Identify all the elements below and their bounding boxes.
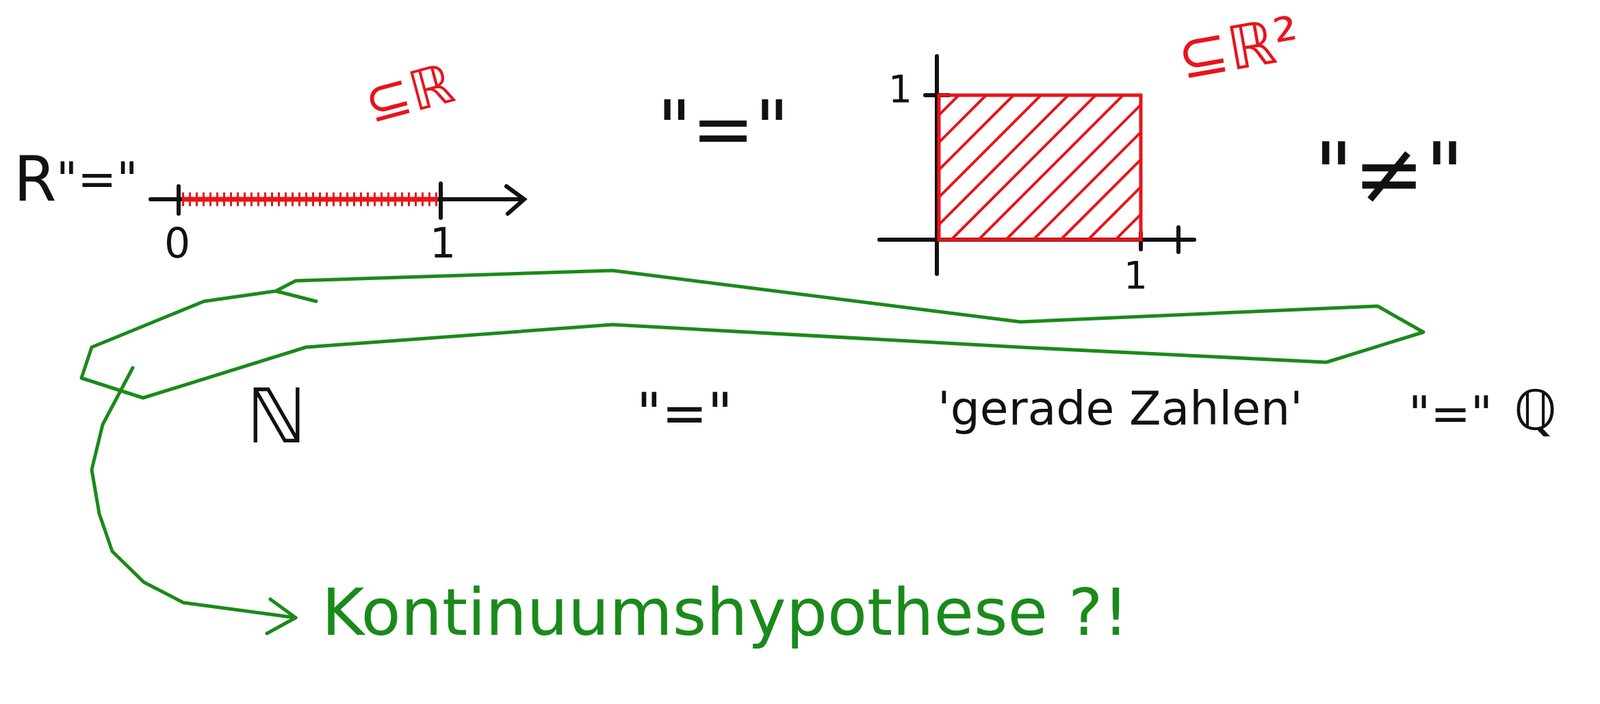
axis-number: 1 xyxy=(1123,254,1148,297)
subset-annotation: ⊆ℝ xyxy=(358,53,461,135)
hypothesis-note: Kontinuumshypothese ?! xyxy=(321,576,1130,649)
unit-interval xyxy=(182,199,438,200)
axis-number: 1 xyxy=(429,220,456,266)
coordinate-axes xyxy=(879,56,1195,274)
quoted-equals: "=" xyxy=(56,153,139,206)
axis-number: 1 xyxy=(888,68,913,111)
set-symbol: ℚ xyxy=(1513,380,1557,441)
quoted-not-equals: "≠" xyxy=(1313,126,1465,222)
number-line xyxy=(150,183,525,218)
set-description: 'gerade Zahlen' xyxy=(937,383,1303,435)
unit-square xyxy=(814,95,1260,240)
quoted-equals: "=" xyxy=(636,383,733,444)
axis-number: 0 xyxy=(164,220,191,266)
quoted-equals: "=" xyxy=(1408,387,1493,441)
set-symbol: ℕ xyxy=(246,375,307,458)
set-symbol: R xyxy=(13,145,57,213)
quoted-equals: "=" xyxy=(656,87,790,171)
subset-annotation: ⊆ℝ² xyxy=(1172,5,1306,92)
